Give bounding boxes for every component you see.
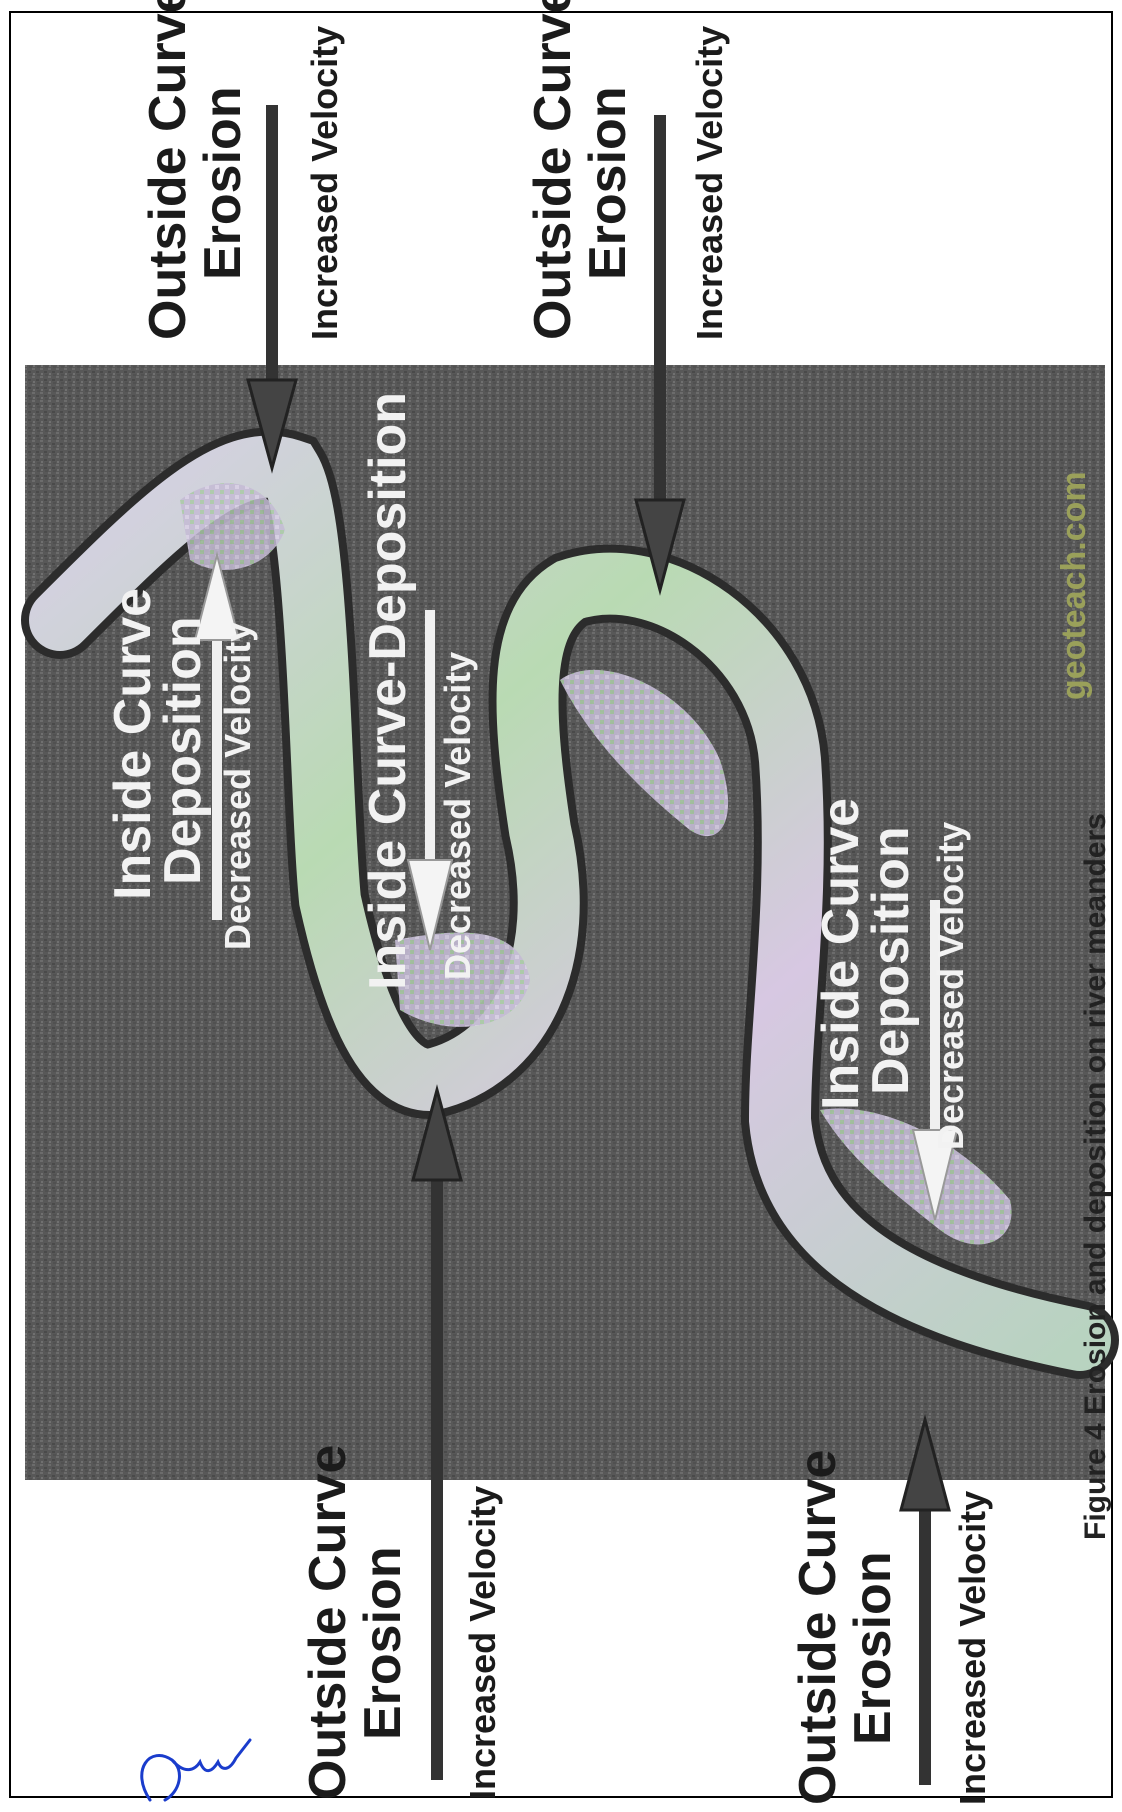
svg-text:Increased Velocity: Increased Velocity xyxy=(462,1486,503,1800)
svg-text:Decreased Velocity: Decreased Velocity xyxy=(217,622,258,950)
svg-text:geoteach.com: geoteach.com xyxy=(1055,471,1093,700)
watermark: geoteach.com xyxy=(1055,471,1093,700)
svg-text:Outside Curve: Outside Curve xyxy=(789,1450,847,1805)
svg-text:Figure 4 Erosion and depositio: Figure 4 Erosion and deposition on river… xyxy=(1079,813,1112,1540)
label-outside-erosion-3: Outside Curve Erosion Increased Velocity xyxy=(299,1445,503,1800)
svg-text:Decreased Velocity: Decreased Velocity xyxy=(437,652,478,980)
svg-text:Erosion: Erosion xyxy=(579,86,637,280)
svg-text:Increased Velocity: Increased Velocity xyxy=(952,1491,993,1805)
svg-text:Decreased Velocity: Decreased Velocity xyxy=(930,822,971,1150)
label-outside-erosion-4: Outside Curve Erosion Increased Velocity xyxy=(789,1450,993,1805)
svg-text:Outside Curve: Outside Curve xyxy=(524,0,582,340)
svg-text:Deposition: Deposition xyxy=(862,826,920,1095)
svg-text:Erosion: Erosion xyxy=(194,86,252,280)
svg-text:Increased Velocity: Increased Velocity xyxy=(304,26,345,340)
svg-text:Erosion: Erosion xyxy=(354,1546,412,1740)
arrow-outside-2 xyxy=(636,115,684,590)
svg-text:Erosion: Erosion xyxy=(844,1551,902,1745)
figure-caption: Figure 4 Erosion and deposition on river… xyxy=(1079,813,1112,1540)
svg-text:Outside Curve: Outside Curve xyxy=(299,1445,357,1800)
svg-text:Inside Curve-Deposition: Inside Curve-Deposition xyxy=(359,392,417,990)
svg-text:Outside Curve: Outside Curve xyxy=(139,0,197,340)
label-outside-erosion-2: Outside Curve Erosion Increased Velocity xyxy=(524,0,730,340)
signature-scribble xyxy=(142,1740,250,1800)
svg-text:Deposition: Deposition xyxy=(154,616,212,885)
label-outside-erosion-1: Outside Curve Erosion Increased Velocity xyxy=(139,0,345,340)
svg-text:Increased Velocity: Increased Velocity xyxy=(689,26,730,340)
